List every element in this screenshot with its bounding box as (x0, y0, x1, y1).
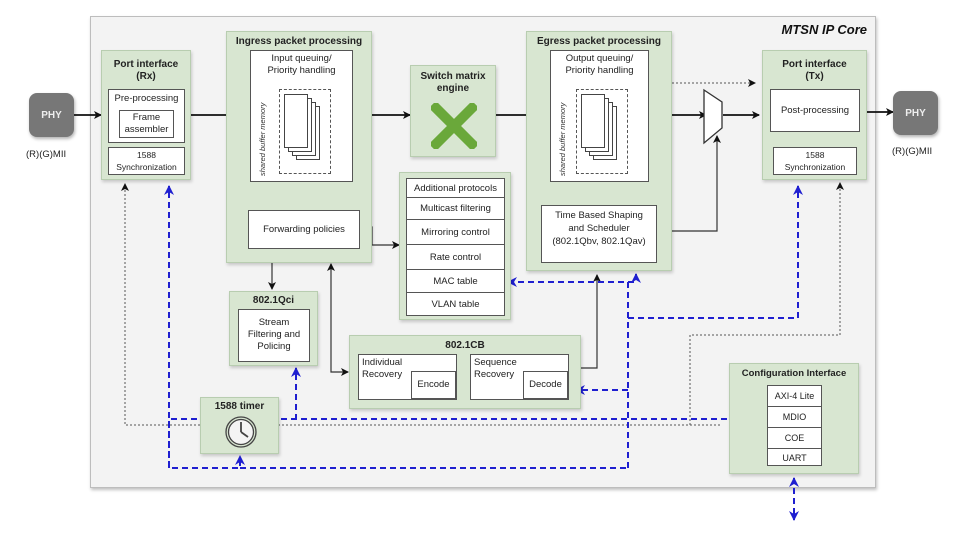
ingress-packet-processing: Ingress packet processing Input queuing/… (226, 31, 372, 263)
egress-buffer-memory (576, 89, 628, 174)
decode-box: Decode (523, 371, 568, 399)
phy-right-interface: (R)(G)MII (892, 146, 933, 157)
forwarding-policies-box: Forwarding policies (248, 210, 360, 249)
port-rx-title: Port interface(Rx) (113, 59, 179, 82)
feature-tables-panel: Additional protocols Multicast filtering… (399, 172, 511, 320)
phy-left-interface: (R)(G)MII (26, 149, 67, 160)
list-item: UART (782, 453, 807, 463)
list-item: MAC table (407, 270, 504, 293)
phy-left-label: PHY (41, 109, 62, 121)
forwarding-policies-label: Forwarding policies (263, 224, 345, 235)
phy-right-label: PHY (905, 107, 926, 119)
postprocessing-label: Post-processing (780, 105, 850, 116)
list-item: VLAN table (431, 298, 480, 310)
cross-icon (431, 103, 477, 149)
list-item: COE (768, 428, 821, 449)
list-item: MDIO (768, 407, 821, 428)
postprocessing-box: Post-processing (770, 89, 860, 132)
ingress-memory-label: shared buffer memory (258, 102, 267, 176)
input-queuing-box: Input queuing/Priority handling shared b… (250, 50, 353, 182)
cb-title: 802.1CB (445, 340, 485, 351)
timer-title: 1588 timer (214, 401, 265, 412)
core-title: MTSN IP Core (781, 22, 867, 37)
ingress-title: Ingress packet processing (235, 36, 363, 47)
buffer-stack-icon (581, 94, 605, 148)
list-item: Multicast filtering (407, 198, 504, 220)
output-queuing-box: Output queuing/Priority handling shared … (550, 50, 649, 182)
clock-icon (225, 416, 257, 448)
qci-title: 802.1Qci (252, 295, 295, 306)
timer-1588-panel: 1588 timer (200, 397, 279, 454)
encode-box: Encode (411, 371, 456, 399)
feature-tables-list: Additional protocols Multicast filtering… (406, 178, 505, 316)
port-tx-title: Port interface(Tx) (782, 59, 847, 82)
phy-left: PHY (29, 93, 74, 137)
buffer-stack-icon (284, 94, 308, 148)
list-item: Mirroring control (407, 220, 504, 245)
egress-packet-processing: Egress packet processing Output queuing/… (526, 31, 672, 271)
phy-right: PHY (893, 91, 938, 135)
list-item: AXI-4 Lite (768, 386, 821, 407)
list-item: Rate control (407, 245, 504, 270)
egress-title: Egress packet processing (537, 36, 661, 47)
config-interface-list: AXI-4 Lite MDIO COE UART (767, 385, 822, 466)
config-title: Configuration Interface (741, 368, 847, 379)
list-item: Additional protocols (407, 179, 504, 198)
egress-memory-label: shared buffer memory (558, 102, 567, 176)
configuration-interface-panel: Configuration Interface AXI-4 Lite MDIO … (729, 363, 859, 474)
preprocessing-label: Pre-processing (114, 93, 179, 104)
ingress-buffer-memory (279, 89, 331, 174)
